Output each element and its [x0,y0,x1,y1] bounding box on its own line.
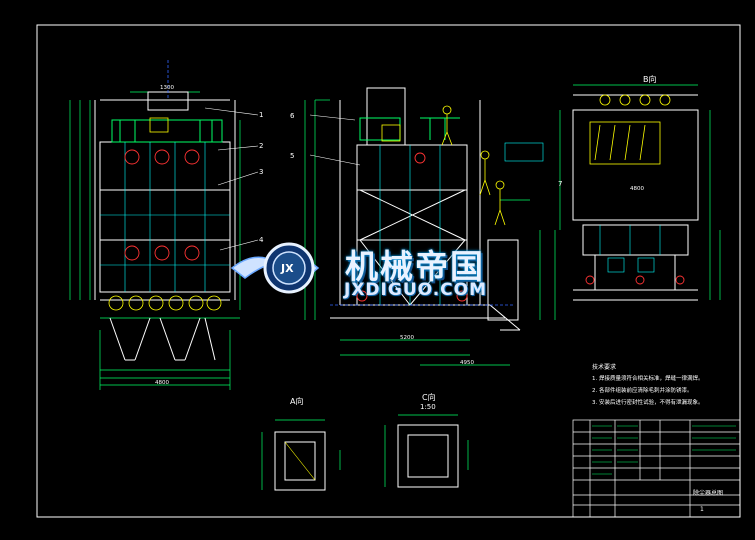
front-view [69,60,259,390]
dim-side-bottom: 5200 [400,335,414,341]
view-label-b: B向 [643,75,657,84]
tech-note-1: 1. 焊接质量须符合相关标准，焊缝一律满焊。 [592,376,704,382]
callout-6: 6 [290,112,295,120]
callout-2: 2 [259,142,264,150]
watermark-logo-text: JX [281,262,294,275]
callout-3: 3 [259,168,264,176]
tech-notes-title: 技术要求 [592,364,617,371]
watermark-logo [230,242,320,294]
callout-5: 5 [290,152,295,160]
title-block [572,419,741,518]
dim-front-top: 1300 [160,85,174,91]
tech-note-2: 2. 各部件组装前应清除毛刺并涂防锈漆。 [592,388,693,394]
side-view [304,87,556,366]
drawing-frame [36,24,741,518]
detail-view-a [261,419,341,491]
title-block-sheet: 1 [700,506,704,513]
view-c-scale: 1:50 [420,403,436,411]
watermark-url: JXDIGUO.COM [344,280,488,300]
right-view-b [559,84,721,301]
title-block-name: 除尘器总图 [693,490,724,497]
watermark-chinese: 机械帝国 [345,247,485,286]
view-label-a: A向 [290,397,304,406]
view-label-c: C向 [422,393,436,402]
title-block-text-strokes [592,425,736,475]
detail-view-c [384,414,469,488]
callout-1: 1 [259,111,264,119]
tech-note-3: 3. 安装后进行密封性试验，不得有泄漏现象。 [592,400,704,406]
callout-4: 4 [259,236,264,244]
dim-right-width: 4800 [630,186,644,192]
dim-side-right: 4950 [460,360,474,366]
dim-front-width: 4800 [155,380,169,386]
callout-7: 7 [558,180,563,188]
